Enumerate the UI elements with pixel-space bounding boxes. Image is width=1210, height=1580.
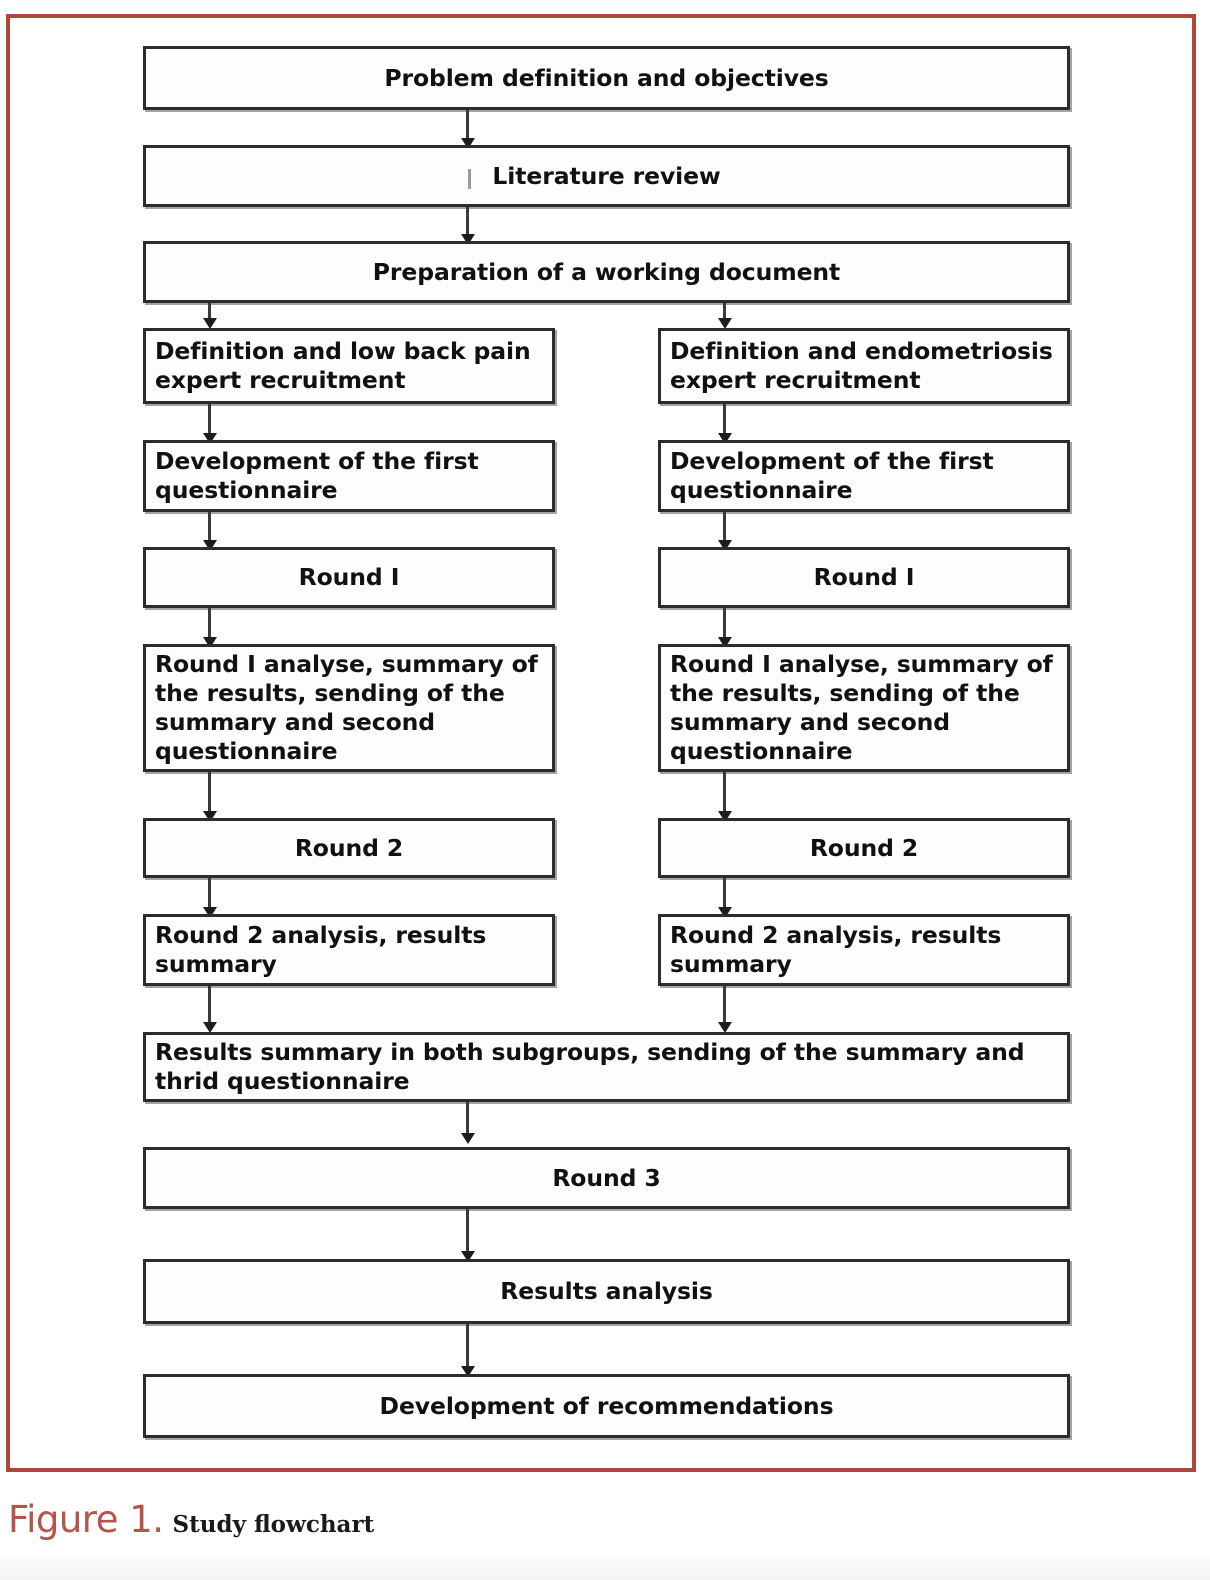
flow-box-problem-definition: Problem definition and objectives: [143, 46, 1070, 110]
flow-box-endo-first-questionnaire: Development of the first questionnaire: [658, 440, 1070, 512]
arrow-lbp-questionnaire-to-round1: [208, 512, 211, 542]
flow-box-label: Definition and low back pain expert recr…: [155, 337, 531, 394]
flow-box-label: Round 2: [809, 833, 919, 862]
flow-box-label: Preparation of a working document: [372, 257, 841, 286]
flow-box-lbp-first-questionnaire: Development of the first questionnaire: [143, 440, 555, 512]
flow-box-label: Development of the first questionnaire: [155, 447, 479, 504]
flow-box-label: Results summary in both subgroups, sendi…: [155, 1038, 1025, 1095]
flow-box-label: Problem definition and objectives: [384, 63, 829, 92]
arrow-literature-to-document: [466, 207, 469, 236]
arrow-lbp-round1-to-analyse: [208, 608, 211, 639]
flow-box-lbp-recruitment: Definition and low back pain expert recr…: [143, 328, 555, 404]
arrow-problem-to-literature: [466, 110, 469, 140]
arrow-endo-questionnaire-to-round1: [723, 512, 726, 542]
flow-box-label: Literature review: [492, 161, 721, 190]
arrow-endo-analysis-to-summary: [723, 986, 726, 1024]
figure-caption: Figure 1. Study flowchart: [8, 1498, 1188, 1541]
arrow-summary-to-round3: [466, 1102, 469, 1135]
flow-box-lbp-round-1: Round I: [143, 547, 555, 608]
flow-box-label: Development of recommendations: [379, 1391, 834, 1420]
arrow-lbp-recruitment-to-questionnaire: [208, 404, 211, 435]
arrow-endo-round2-to-analysis: [723, 878, 726, 909]
page-bottom-band: [0, 1552, 1210, 1580]
flow-box-label: Round 2: [294, 833, 404, 862]
flow-box-endo-round-1: Round I: [658, 547, 1070, 608]
flow-box-label: Round I analyse, summary of the results,…: [155, 650, 538, 765]
stray-mark-icon: [468, 169, 471, 189]
flow-box-label: Round 3: [552, 1163, 661, 1192]
flow-box-results-summary-both: Results summary in both subgroups, sendi…: [143, 1032, 1070, 1102]
flow-box-label: Round I: [813, 563, 915, 592]
arrow-document-to-left-branch: [208, 303, 211, 320]
arrow-lbp-analysis-to-summary: [208, 986, 211, 1024]
arrow-endo-analyse-to-round2: [723, 772, 726, 813]
flow-box-label: Definition and endometriosis expert recr…: [670, 337, 1053, 394]
flow-box-lbp-round-2: Round 2: [143, 818, 555, 878]
arrow-endo-recruitment-to-questionnaire: [723, 404, 726, 435]
flow-box-endo-round-2-analysis: Round 2 analysis, results summary: [658, 914, 1070, 986]
flow-box-lbp-round-1-analyse: Round I analyse, summary of the results,…: [143, 644, 555, 772]
flow-box-label: Results analysis: [500, 1277, 713, 1306]
flow-box-lbp-round-2-analysis: Round 2 analysis, results summary: [143, 914, 555, 986]
flow-box-development-recommendations: Development of recommendations: [143, 1374, 1070, 1438]
arrow-round3-to-results-analysis: [466, 1209, 469, 1253]
flow-box-endo-recruitment: Definition and endometriosis expert recr…: [658, 328, 1070, 404]
flow-box-label: Round I: [298, 563, 400, 592]
flow-box-working-document: Preparation of a working document: [143, 241, 1070, 303]
flow-box-label: Round I analyse, summary of the results,…: [670, 650, 1053, 765]
arrow-lbp-analyse-to-round2: [208, 772, 211, 813]
flow-box-endo-round-1-analyse: Round I analyse, summary of the results,…: [658, 644, 1070, 772]
arrow-endo-round1-to-analyse: [723, 608, 726, 639]
flow-box-results-analysis: Results analysis: [143, 1259, 1070, 1324]
flow-box-round-3: Round 3: [143, 1147, 1070, 1209]
flow-box-label: Round 2 analysis, results summary: [670, 921, 1002, 978]
arrow-document-to-right-branch: [723, 303, 726, 320]
flow-box-literature-review: Literature review: [143, 145, 1070, 207]
flow-box-label: Round 2 analysis, results summary: [155, 921, 487, 978]
flow-box-endo-round-2: Round 2: [658, 818, 1070, 878]
arrow-results-analysis-to-recommendations: [466, 1324, 469, 1368]
figure-title-text: Study flowchart: [172, 1511, 375, 1538]
figure-number-label: Figure 1.: [8, 1498, 164, 1541]
arrow-lbp-round2-to-analysis: [208, 878, 211, 909]
flow-box-label: Development of the first questionnaire: [670, 447, 994, 504]
figure-frame: Problem definition and objectives Litera…: [6, 14, 1196, 1472]
flowchart-canvas: Problem definition and objectives Litera…: [10, 18, 1192, 1468]
